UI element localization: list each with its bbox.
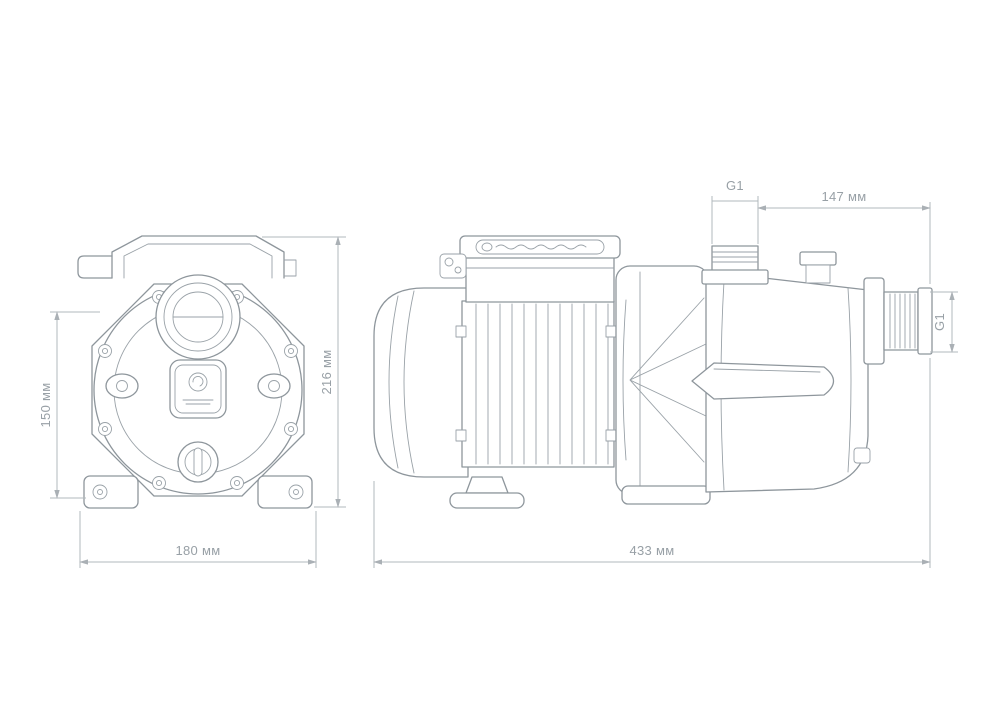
filler-port (155, 274, 241, 360)
side-view (373, 235, 933, 509)
dim-length-433: 433 мм (373, 358, 931, 568)
fan-cover (373, 287, 469, 478)
dim-port-height-150: 150 мм (38, 311, 100, 499)
cable-gland (439, 253, 467, 279)
dim-label-front-height: 216 мм (319, 350, 334, 395)
drain-plug-front (177, 441, 219, 483)
mounting-feet (83, 475, 313, 509)
front-view (77, 235, 313, 509)
support-foot (449, 476, 525, 509)
outlet-port-top (701, 245, 769, 285)
outlet-port-side (863, 277, 933, 365)
brand-logo-plate (169, 359, 227, 419)
dim-label-thread-side: G1 (932, 313, 947, 331)
dim-label-thread-top: G1 (726, 178, 744, 193)
pump-bracket (615, 265, 711, 505)
side-lugs (105, 373, 291, 399)
dim-height-216: 216 мм (262, 236, 346, 508)
drain-plug-side (853, 447, 871, 464)
dim-thread-top-g1: G1 (711, 178, 759, 244)
dim-label-front-port-height: 150 мм (38, 383, 53, 428)
bracket-foot (621, 485, 711, 505)
pump-body (691, 271, 871, 493)
dim-thread-side-g1: G1 (930, 291, 958, 353)
dim-label-front-width: 180 мм (176, 543, 221, 558)
priming-plug (799, 251, 837, 284)
carry-handle (691, 362, 835, 400)
carry-bracket (77, 235, 297, 279)
dim-label-side-length: 433 мм (630, 543, 675, 558)
dim-outlet-offset-147: 147 мм (757, 189, 931, 284)
cooling-fins (455, 300, 617, 468)
dim-width-180: 180 мм (79, 511, 317, 568)
brand-plate (475, 239, 605, 255)
terminal-box (439, 235, 621, 303)
dim-label-outlet-offset: 147 мм (822, 189, 867, 204)
